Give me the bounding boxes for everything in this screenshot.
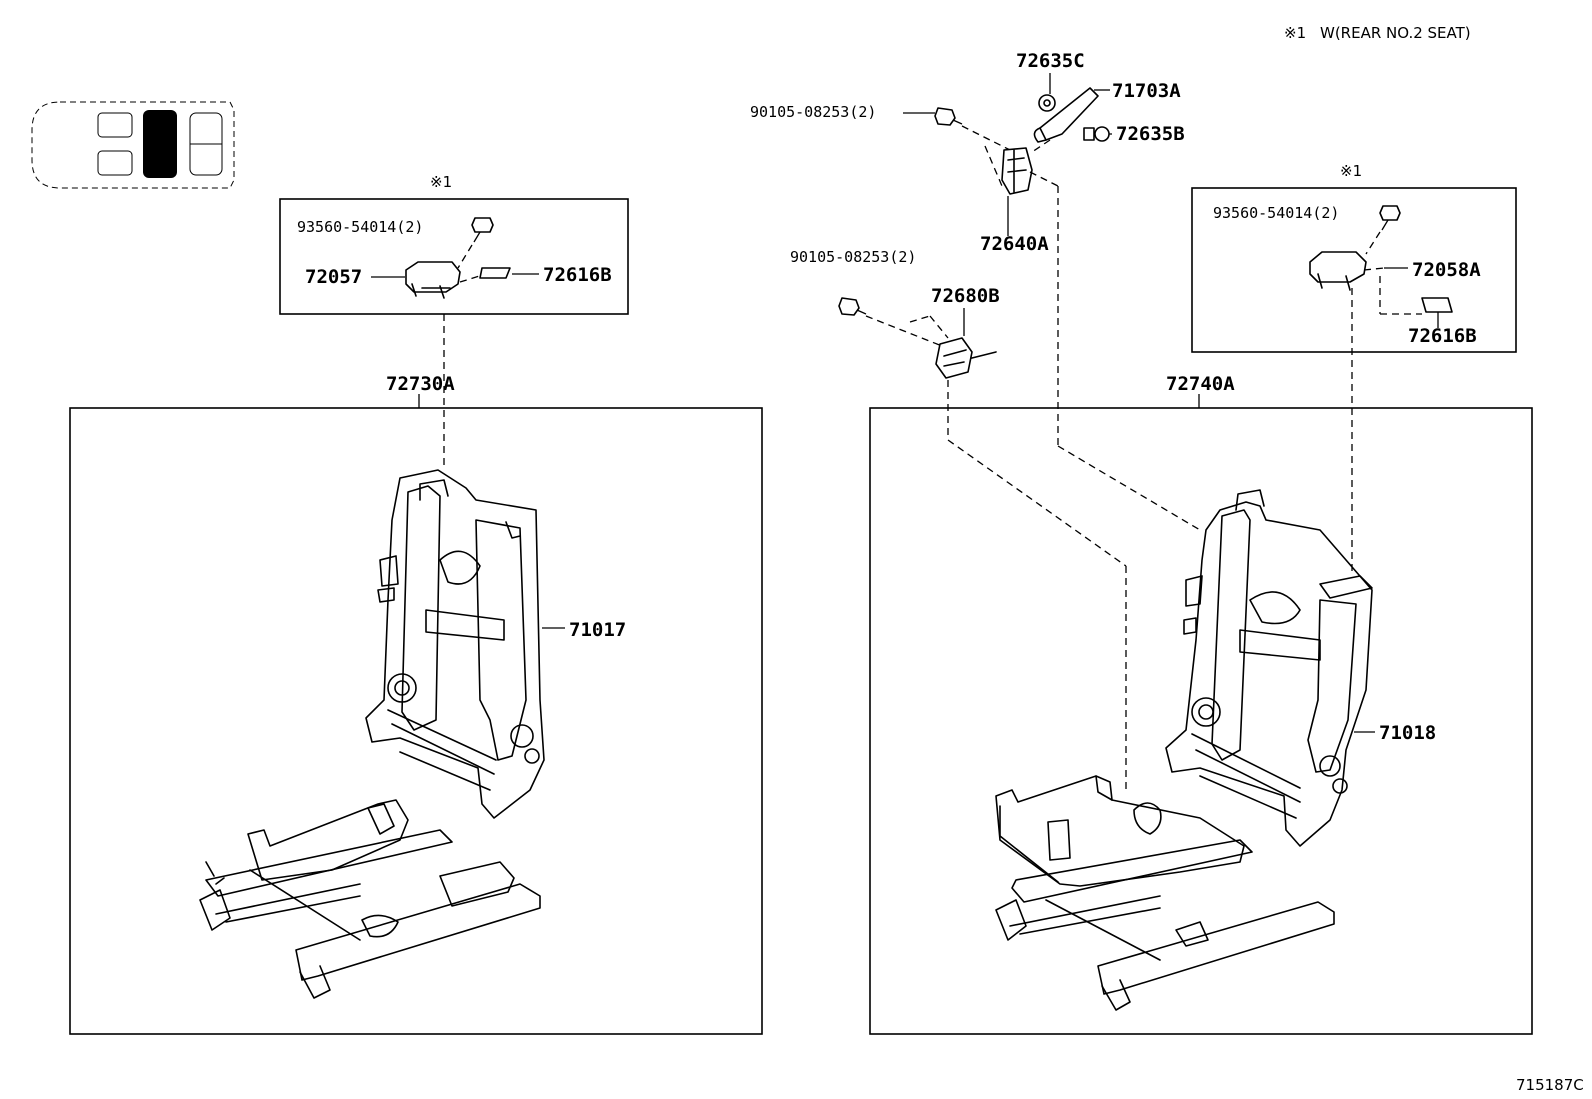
upper-lock-label: 72640A (980, 233, 1049, 255)
illustration-code: 715187C (1516, 1076, 1584, 1094)
bolt-icon (838, 297, 867, 316)
lower-lock-label: 72680B (931, 285, 1000, 307)
upper-bolt-label: 90105-08253(2) (750, 103, 876, 121)
upper-lock-part-icon (1001, 147, 1033, 195)
seatback-frame-right (1165, 489, 1373, 847)
nut-part-icon (1083, 126, 1110, 142)
bolt-icon (471, 217, 494, 243)
right-inset-marker: ※1 (1340, 162, 1362, 180)
pad-part-icon (1421, 297, 1453, 313)
left-assembly-box (69, 407, 763, 1035)
left-inset-box (279, 198, 629, 315)
lower-bolt-label: 90105-08253(2) (790, 248, 916, 266)
seat-track-right (995, 775, 1335, 1011)
left-inset-pad-label: 72616B (543, 264, 612, 286)
right-inset-cover-label: 72058A (1412, 259, 1481, 281)
bracket-label: 71703A (1112, 80, 1181, 102)
lower-lock-part-icon (935, 337, 997, 379)
vehicle-seat-locator-icon (31, 101, 235, 189)
right-assembly-box (869, 407, 1533, 1035)
left-assembly-label: 72730A (386, 373, 455, 395)
left-inset-bolt-label: 93560-54014(2) (297, 218, 423, 236)
right-assembly-label: 72740A (1166, 373, 1235, 395)
cap-label: 72635C (1016, 50, 1085, 72)
seatback-frame-left (365, 469, 545, 819)
seat-cover-part-icon (405, 261, 461, 299)
note-symbol: ※1 (1284, 24, 1306, 42)
bolt-icon (934, 107, 963, 126)
seat-track-left (199, 799, 541, 999)
nut-label: 72635B (1116, 123, 1185, 145)
pad-part-icon (479, 267, 511, 279)
left-inset-cover-label: 72057 (305, 266, 362, 288)
right-inset-box (1191, 187, 1517, 353)
cap-part-icon (1038, 94, 1056, 112)
right-inset-bolt-label: 93560-54014(2) (1213, 204, 1339, 222)
bolt-icon (1379, 205, 1401, 231)
seat-cover-part-icon (1309, 251, 1367, 291)
note-text: W(REAR NO.2 SEAT) (1320, 24, 1471, 42)
bracket-part-icon (1033, 87, 1099, 143)
left-inset-marker: ※1 (430, 173, 452, 191)
right-inset-pad-label: 72616B (1408, 325, 1477, 347)
right-frame-label: 71018 (1379, 722, 1436, 744)
left-frame-label: 71017 (569, 619, 626, 641)
